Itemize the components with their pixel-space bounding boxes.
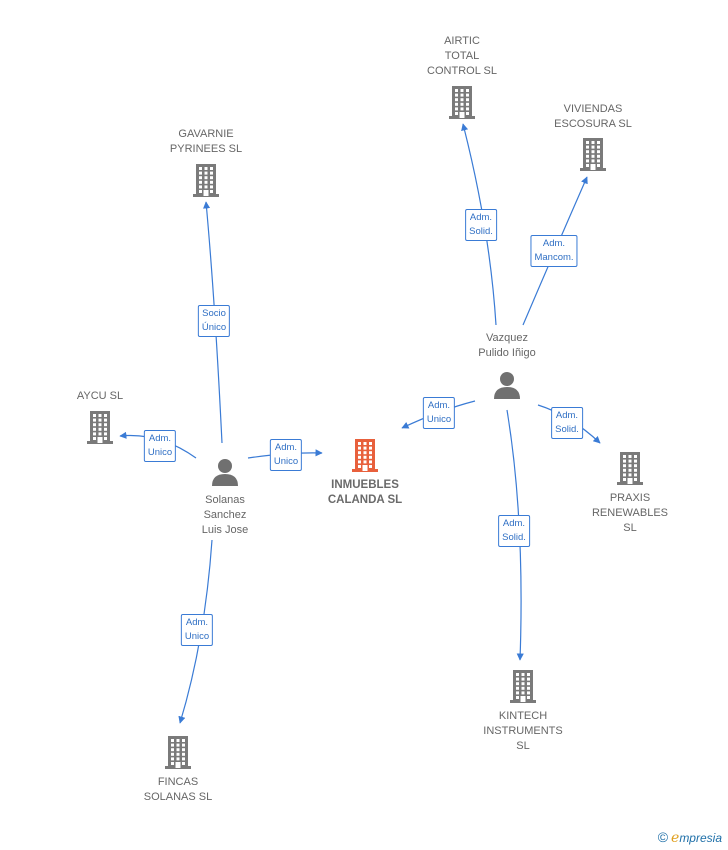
edge-label-solanas-to-fincas[interactable]: Adm. Unico bbox=[180, 614, 214, 646]
edge-label-solanas-to-gavarnie[interactable]: Socio Único bbox=[197, 305, 231, 337]
building-icon[interactable] bbox=[163, 734, 193, 775]
edge-label-vazquez-to-inmuebles[interactable]: Adm. Unico bbox=[422, 397, 456, 429]
empresia-logo: ©empresia bbox=[657, 829, 722, 846]
edge-label-solanas-to-inmuebles[interactable]: Adm. Unico bbox=[269, 439, 303, 471]
node-label-fincas[interactable]: FINCAS SOLANAS SL bbox=[143, 776, 213, 803]
person-icon[interactable] bbox=[492, 370, 522, 405]
node-label-aycu[interactable]: AYCU SL bbox=[76, 390, 124, 402]
node-label-airtic[interactable]: AIRTIC TOTAL CONTROL SL bbox=[427, 35, 497, 77]
building-icon[interactable] bbox=[447, 84, 477, 125]
building-icon[interactable] bbox=[578, 136, 608, 177]
node-label-kintech[interactable]: KINTECH INSTRUMENTS SL bbox=[483, 710, 563, 752]
edge-label-vazquez-to-airtic[interactable]: Adm. Solid. bbox=[465, 209, 497, 241]
node-label-solanas[interactable]: Solanas Sanchez Luis Jose bbox=[201, 494, 249, 536]
node-label-inmuebles[interactable]: INMUEBLES CALANDA SL bbox=[327, 479, 403, 506]
node-label-viviendas[interactable]: VIVIENDAS ESCOSURA SL bbox=[554, 103, 632, 130]
building-icon[interactable] bbox=[350, 437, 380, 478]
edge-label-vazquez-to-kintech[interactable]: Adm. Solid. bbox=[498, 515, 530, 547]
building-icon[interactable] bbox=[191, 162, 221, 203]
node-label-praxis[interactable]: PRAXIS RENEWABLES SL bbox=[591, 492, 669, 534]
building-icon[interactable] bbox=[85, 409, 115, 450]
building-icon[interactable] bbox=[615, 450, 645, 491]
node-label-vazquez[interactable]: Vazquez Pulido Iñigo bbox=[478, 332, 536, 359]
person-icon[interactable] bbox=[210, 457, 240, 492]
node-label-gavarnie[interactable]: GAVARNIE PYRINEES SL bbox=[169, 128, 243, 155]
building-icon[interactable] bbox=[508, 668, 538, 709]
edge-label-vazquez-to-praxis[interactable]: Adm. Solid. bbox=[551, 407, 583, 439]
edge-label-vazquez-to-viviendas[interactable]: Adm. Mancom. bbox=[530, 235, 578, 267]
edge-label-solanas-to-aycu[interactable]: Adm. Unico bbox=[143, 430, 177, 462]
